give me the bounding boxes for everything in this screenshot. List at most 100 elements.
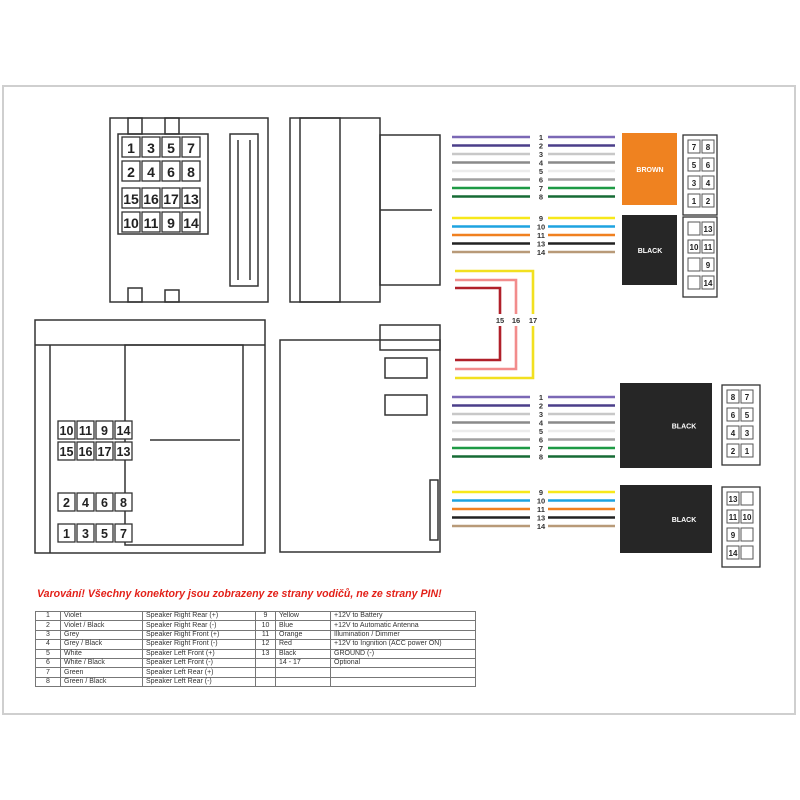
- wire-number-label: 13: [537, 514, 545, 523]
- iso-connector-top-latch: [229, 133, 259, 287]
- tab: [127, 117, 143, 135]
- pin-label: 7: [692, 143, 697, 152]
- pin-number: 6: [35, 657, 61, 669]
- wire-number-label: 8: [539, 193, 543, 202]
- wire-number-label: 6: [539, 176, 543, 185]
- pin-label: 14: [117, 424, 131, 438]
- pin-label: 13: [117, 445, 131, 459]
- pin-label: 14: [183, 215, 199, 231]
- pin-cell: [181, 160, 201, 182]
- pin-number: 9: [255, 610, 276, 622]
- pin-cell: [76, 420, 95, 440]
- pin-label: 13: [729, 495, 738, 504]
- iso-connector-top-body: [109, 117, 269, 303]
- wire-color: Grey / Black: [60, 639, 143, 650]
- pin-cell: [740, 509, 754, 524]
- pin-cell: [701, 221, 715, 236]
- pin-number: 1: [35, 610, 61, 622]
- wire-color: White: [60, 648, 143, 659]
- function: Speaker Right Front (+): [142, 629, 256, 641]
- wire-color: [275, 667, 331, 678]
- pin-cell: [161, 187, 181, 209]
- pin-number: [255, 667, 276, 678]
- pin-label: 9: [101, 424, 108, 438]
- pin-label: 13: [704, 225, 713, 234]
- wire-number-label: 7: [539, 184, 543, 193]
- pin-label: 11: [79, 424, 92, 438]
- pin-number: 10: [255, 620, 276, 631]
- pin-cell: [740, 443, 754, 458]
- pin-cell: [141, 136, 161, 158]
- wire-number-label: 9: [539, 214, 543, 223]
- pin-label: 2: [706, 197, 711, 206]
- pin-label: 14: [704, 279, 713, 288]
- pin-label: 15: [60, 445, 74, 459]
- wire-color: 14 - 17: [275, 657, 331, 669]
- pin-number: [255, 657, 276, 669]
- tab: [164, 117, 180, 135]
- pin-label: 11: [144, 215, 159, 231]
- pin-label: 7: [120, 527, 127, 541]
- pin-number: 11: [255, 629, 276, 641]
- pin-cell: [687, 175, 701, 190]
- function: +12V to Battery: [330, 610, 476, 622]
- pin-label: 5: [745, 411, 750, 420]
- pin-label: 8: [706, 143, 711, 152]
- pin-label: 3: [82, 527, 89, 541]
- pin-cell: [57, 492, 76, 512]
- pin-cell: [121, 136, 141, 158]
- pin-label: 10: [60, 424, 74, 438]
- pin-label: 5: [101, 527, 108, 541]
- connector-color-label: BLACK: [672, 517, 697, 524]
- pin-label: 1: [63, 527, 70, 541]
- pin-cell: [701, 139, 715, 154]
- wire-number-label: 5: [539, 427, 543, 436]
- function: Speaker Left Front (+): [142, 648, 256, 659]
- wire-color: Violet / Black: [60, 620, 143, 631]
- pin-label: 5: [692, 161, 697, 170]
- pin-cell: [701, 239, 715, 254]
- wire-number-label: 5: [539, 167, 543, 176]
- wire-number-label: 2: [539, 142, 543, 151]
- function: Speaker Left Rear (-): [142, 676, 256, 688]
- wire-color: Green: [60, 667, 143, 678]
- function: GROUND (-): [330, 648, 476, 659]
- connector-housing-brown: [622, 133, 677, 205]
- pin-cell: [740, 491, 754, 506]
- plug-latch: [429, 479, 439, 541]
- pin-cell: [95, 492, 114, 512]
- pin-cell: [181, 136, 201, 158]
- wire-color: Red: [275, 639, 331, 650]
- wire-color: White / Black: [60, 657, 143, 669]
- pin-label: 4: [147, 164, 155, 180]
- pin-label: 9: [731, 531, 736, 540]
- pin-cell: [726, 491, 740, 506]
- pin-number: 3: [35, 629, 61, 641]
- wire-number-label: 14: [537, 522, 546, 531]
- pin-label: 3: [692, 179, 697, 188]
- wire-color: [275, 676, 331, 688]
- pin-label: 8: [120, 496, 127, 510]
- wire-number-label: 14: [537, 248, 546, 257]
- connector-color-label: BLACK: [638, 248, 663, 255]
- pin-cell: [141, 187, 161, 209]
- pin-label: 14: [729, 549, 738, 558]
- pin-cell: [161, 160, 181, 182]
- pin-label: 8: [731, 393, 736, 402]
- pin-label: 13: [183, 191, 199, 207]
- pin-cell: [57, 523, 76, 543]
- pin-cell: [76, 492, 95, 512]
- pin-cell: [726, 425, 740, 440]
- pin-cell: [687, 193, 701, 208]
- pin-label: 1: [692, 197, 697, 206]
- pin-label: 6: [167, 164, 175, 180]
- wire-number-label: 15: [496, 316, 504, 325]
- wire-number-label: 10: [537, 223, 545, 232]
- wire-color: Green / Black: [60, 676, 143, 688]
- pin-cell: [114, 492, 133, 512]
- pin-label: 2: [127, 164, 135, 180]
